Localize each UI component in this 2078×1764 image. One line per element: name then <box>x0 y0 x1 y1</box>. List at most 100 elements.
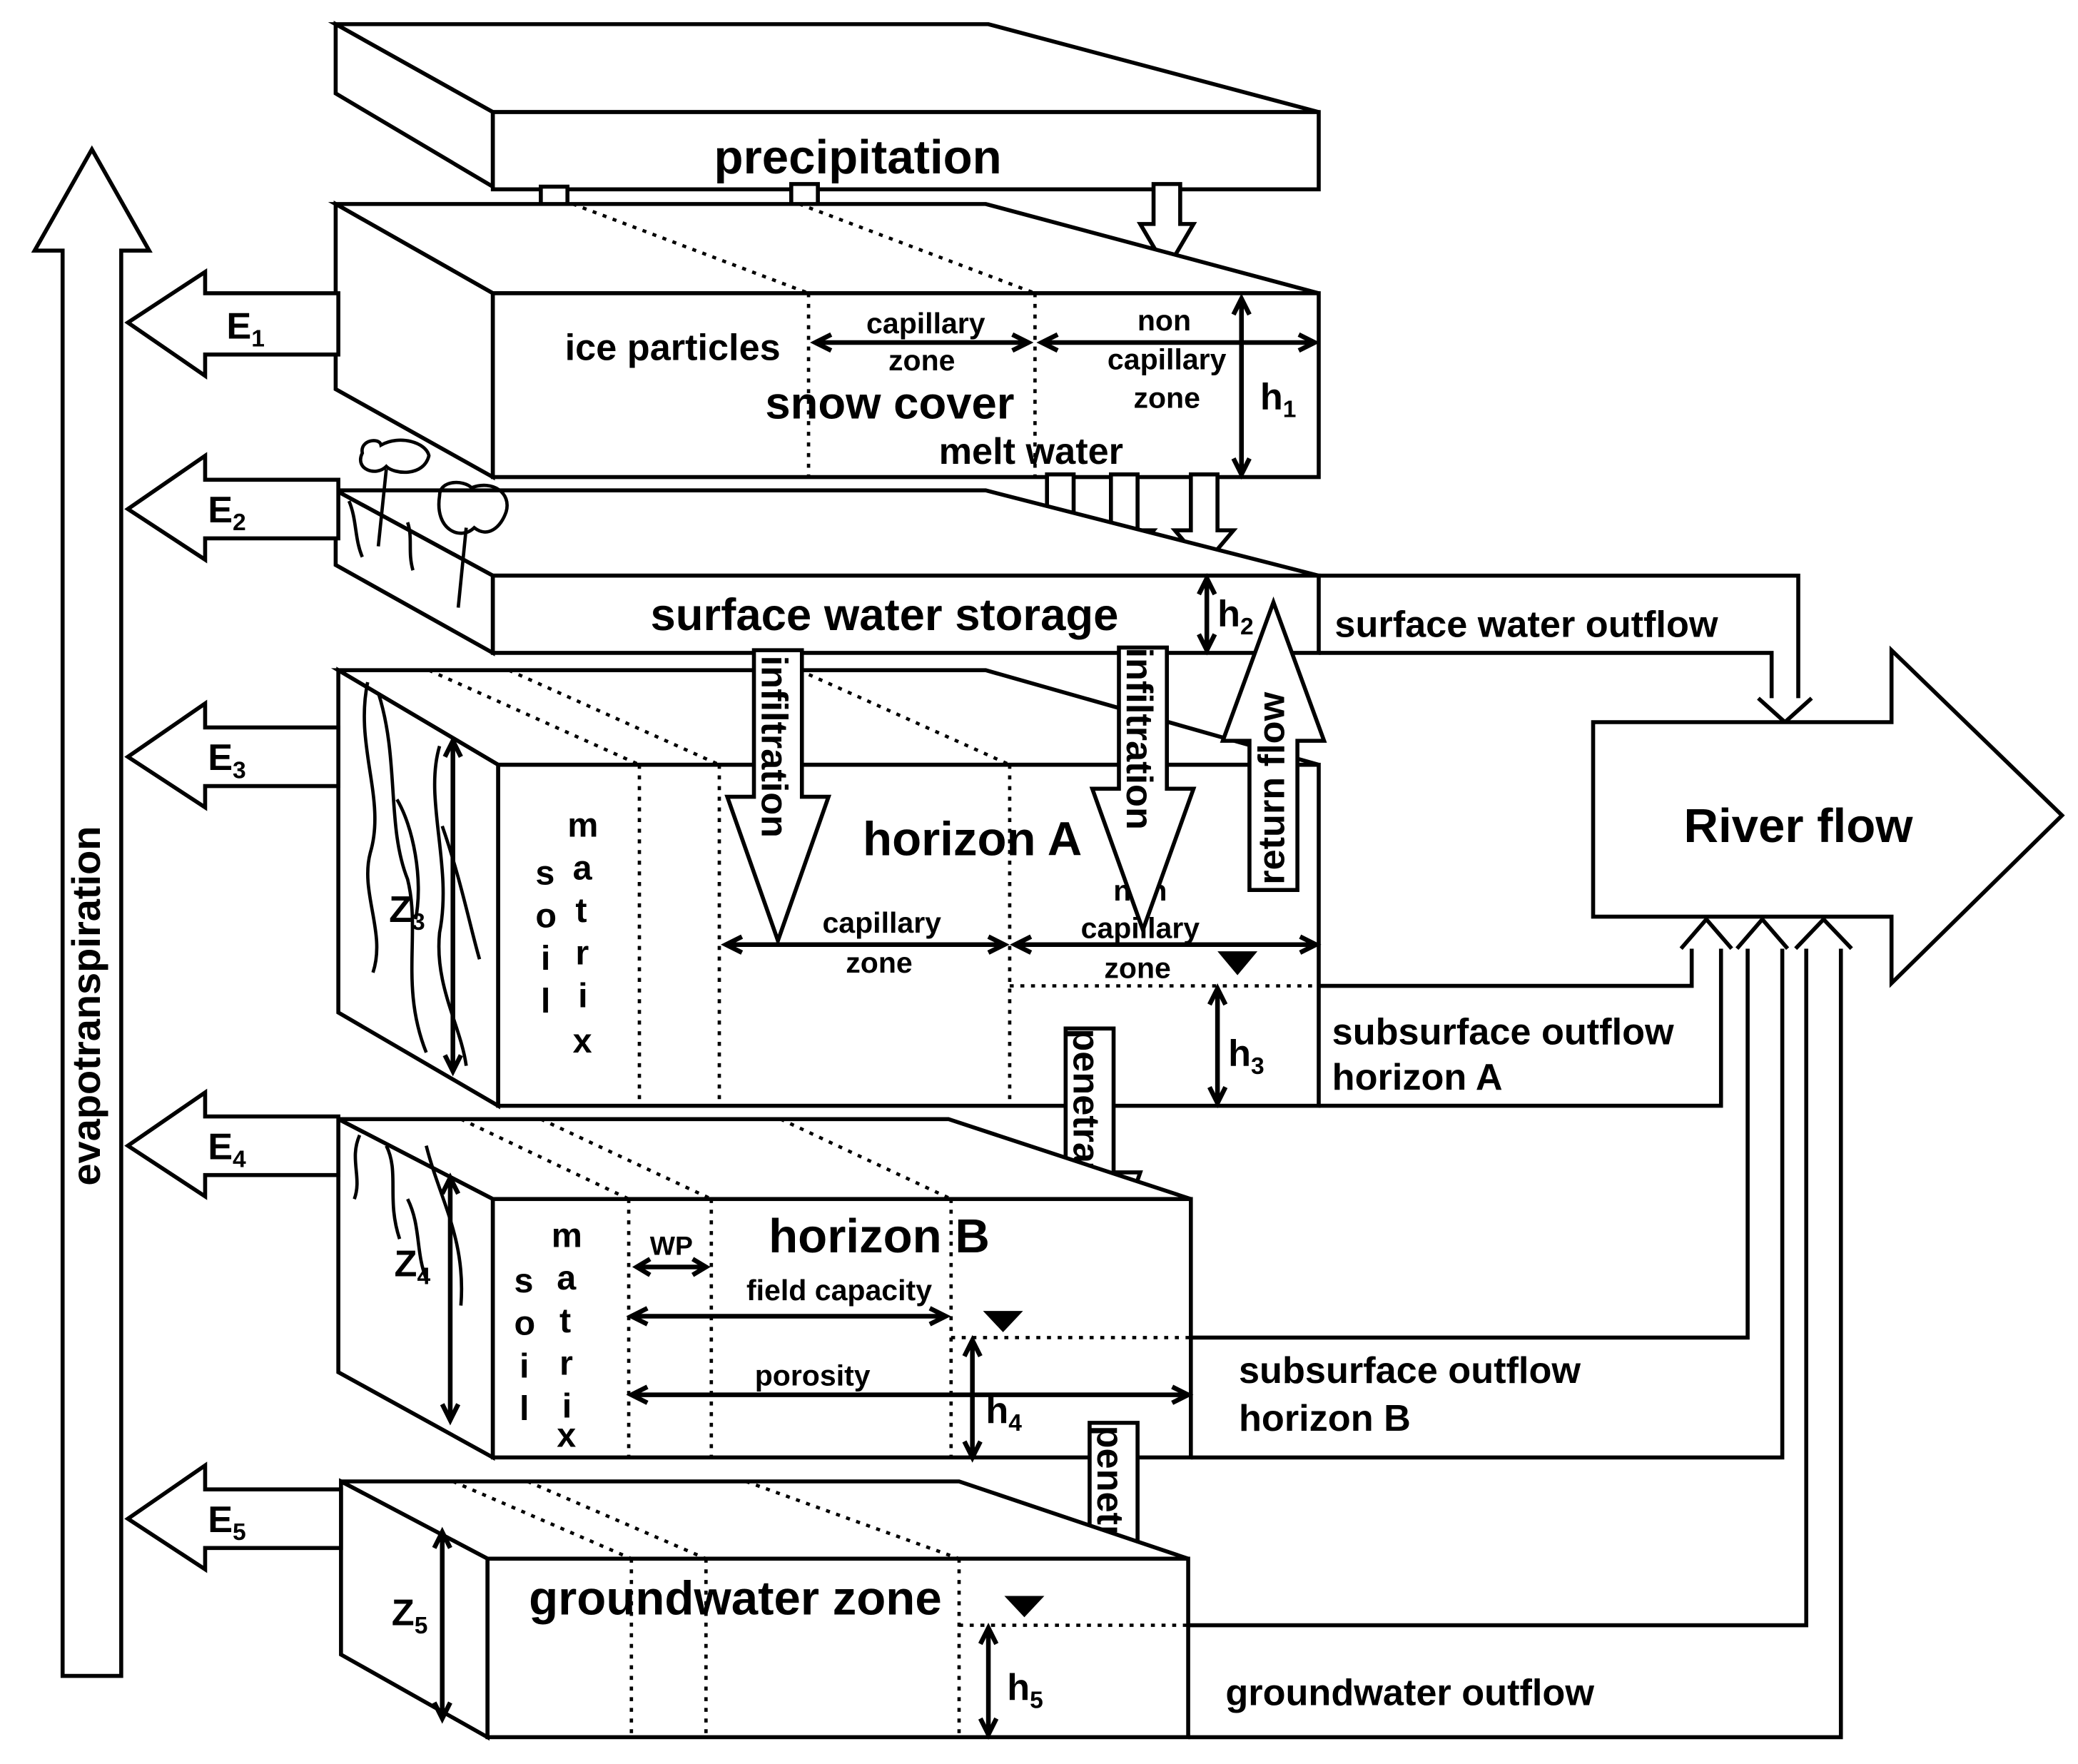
snow-cover-label: snow cover <box>765 378 1014 428</box>
a-capillary-zone-label: zone <box>846 946 913 979</box>
evaporation-arrow-e1: E1 <box>124 268 340 380</box>
h3-subscript: 3 <box>1251 1053 1264 1080</box>
subsurface-outflow-a-label: subsurface outflow <box>1332 1012 1674 1053</box>
return-flow-label: return flow <box>1251 691 1292 884</box>
z4-symbol: Z <box>395 1244 417 1285</box>
surface-water-outflow-label: surface water outflow <box>1334 604 1718 646</box>
matrix-a-r: r <box>575 934 589 973</box>
svg-text:h3: h3 <box>1228 1033 1264 1080</box>
h5-subscript: 5 <box>1030 1687 1043 1713</box>
soil-b-o: o <box>515 1304 536 1343</box>
ice-particles-label: ice particles <box>565 327 781 368</box>
z4-subscript: 4 <box>417 1264 430 1290</box>
soil-a-s: s <box>535 854 554 893</box>
precipitation-slab: precipitation <box>328 21 1321 192</box>
h4-symbol: h <box>985 1390 1008 1431</box>
matrix-a-a: a <box>573 848 593 887</box>
subsurface-outflow-b-label: subsurface outflow <box>1239 1350 1581 1392</box>
infiltration-label-1: infiltration <box>754 656 795 838</box>
infiltration-arrow-2: infiltration <box>1089 645 1197 936</box>
matrix-a-t: t <box>575 891 587 930</box>
horizon-a-dim-arrows <box>721 934 1322 1109</box>
e1-subscript: 1 <box>251 326 265 353</box>
infiltration-arrow-1: infiltration <box>724 648 832 947</box>
h2-subscript: 2 <box>1240 614 1254 640</box>
river-flow-label: River flow <box>1683 799 1913 853</box>
matrix-a-x: x <box>573 1022 592 1060</box>
h2-symbol: h <box>1217 594 1240 635</box>
groundwater-outflow-label: groundwater outflow <box>1225 1673 1594 1714</box>
e5-subscript: 5 <box>233 1519 246 1546</box>
snow-noncapillary-zone-label: zone <box>1133 381 1200 414</box>
e4-symbol: E <box>208 1126 233 1167</box>
evaporation-arrow-e2: E2 <box>124 452 340 564</box>
groundwater-outflow-path: groundwater outflow <box>1188 916 1853 1740</box>
z5-subscript: 5 <box>415 1613 428 1639</box>
z4-dim <box>440 1172 461 1426</box>
snow-non-label: non <box>1137 304 1191 337</box>
water-table-gw-marker <box>1004 1596 1045 1618</box>
matrix-a-i: i <box>578 976 587 1015</box>
matrix-b-x: x <box>557 1416 576 1454</box>
e5-symbol: E <box>208 1499 233 1541</box>
svg-text:E3: E3 <box>208 737 246 784</box>
wp-label: WP <box>650 1231 693 1261</box>
evaporation-arrow-e5: E5 <box>124 1461 343 1573</box>
h3-symbol: h <box>1228 1033 1251 1075</box>
horizon-b-dim-arrows <box>626 1257 1194 1463</box>
roots-horizon-a <box>363 681 482 1066</box>
horizon-b-label: horizon B <box>769 1210 990 1263</box>
svg-text:h5: h5 <box>1007 1667 1043 1713</box>
soil-b-l: l <box>520 1389 529 1428</box>
z3-subscript: 3 <box>412 909 425 936</box>
snow-capillary-label: capillary <box>866 307 985 340</box>
tree-icon-2 <box>437 480 509 535</box>
infiltration-label-2: infiltration <box>1118 647 1160 829</box>
svg-text:h2: h2 <box>1217 594 1254 640</box>
groundwater-zone-block: Z5 groundwater zone h5 <box>339 1478 1190 1741</box>
e3-subscript: 3 <box>233 757 246 784</box>
snow-cover-block: ice particles capillary zone non capilla… <box>328 201 1321 481</box>
h5-dim <box>978 1623 999 1740</box>
matrix-b-r: r <box>559 1344 573 1383</box>
h5-symbol: h <box>1007 1667 1030 1708</box>
svg-text:Z5: Z5 <box>392 1593 428 1639</box>
z5-dim <box>432 1526 452 1724</box>
soil-b-s: s <box>515 1262 534 1300</box>
precip-arrow-3 <box>1136 182 1197 273</box>
svg-text:E1: E1 <box>226 305 265 352</box>
field-capacity-label: field capacity <box>746 1274 932 1307</box>
h2-dim <box>1197 573 1217 656</box>
svg-text:E4: E4 <box>208 1126 246 1172</box>
snow-dim-arrows <box>810 293 1320 480</box>
h1-symbol: h <box>1260 376 1283 417</box>
e2-symbol: E <box>208 490 233 531</box>
matrix-b-t: t <box>559 1302 571 1340</box>
matrix-b-a: a <box>557 1259 577 1297</box>
e1-symbol: E <box>226 305 251 347</box>
z3-symbol: Z <box>389 889 412 931</box>
water-table-b-marker <box>983 1311 1023 1332</box>
h4-subscript: 4 <box>1008 1410 1022 1436</box>
surface-water-storage-block: surface water storage h2 <box>333 438 1321 657</box>
svg-text:E5: E5 <box>208 1499 246 1546</box>
z3-dim <box>442 735 463 1077</box>
svg-text:h4: h4 <box>985 1390 1022 1436</box>
subsurface-outflow-a-path: subsurface outflow horizon A <box>1319 916 1733 1108</box>
subsurface-outflow-b-horizon-label: horizon B <box>1239 1398 1411 1439</box>
surface-water-storage-label: surface water storage <box>650 590 1118 640</box>
subsurface-outflow-a-horizon-label: horizon A <box>1332 1057 1503 1098</box>
z5-symbol: Z <box>392 1593 415 1634</box>
evaporation-arrow-e4: E4 <box>124 1088 340 1200</box>
water-table-a-marker <box>1217 951 1258 975</box>
a-noncapillary-zone-label: zone <box>1104 951 1171 984</box>
horizon-b-block: Z4 s o i l m a t r i x horizon B WP fiel… <box>336 1115 1194 1463</box>
matrix-b-m: m <box>552 1216 582 1254</box>
soil-a-i: i <box>541 939 550 978</box>
snow-noncapillary-label: capillary <box>1108 343 1227 375</box>
e2-subscript: 2 <box>233 510 246 536</box>
surface-water-outflow-path: surface water outflow <box>1319 573 1813 725</box>
evaporation-arrow-e3: E3 <box>124 699 340 811</box>
